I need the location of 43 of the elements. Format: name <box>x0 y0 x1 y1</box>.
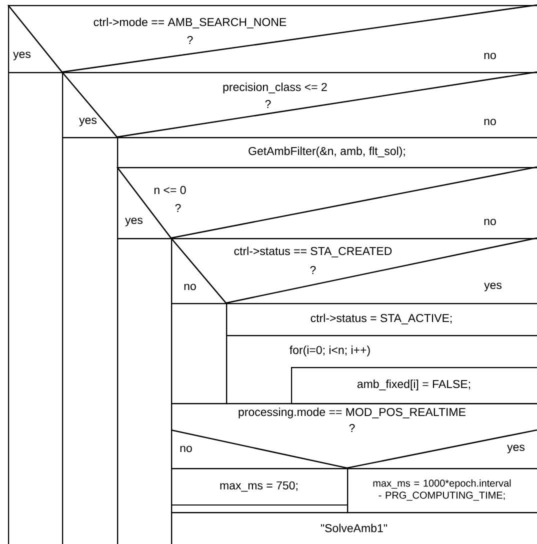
statement-text: max_ms = 1000*epoch.interval - PRG_COMPUTING_TIME; <box>373 479 511 501</box>
question-mark: ? <box>310 266 316 274</box>
question-mark: ? <box>265 100 271 108</box>
statement-text: max_ms = 750; <box>220 481 298 492</box>
process-box <box>171 512 537 544</box>
statement-text: amb_fixed[i] = FALSE; <box>357 380 470 390</box>
process-box <box>347 468 537 514</box>
statement-text: "SolveAmb1" <box>321 524 387 532</box>
branch-label: yes <box>125 218 143 226</box>
decision-box <box>62 71 537 138</box>
branch-label: no <box>484 52 496 60</box>
empty-cell <box>62 137 118 544</box>
question-mark: ? <box>187 36 193 44</box>
loop-box <box>226 335 537 404</box>
decision-box <box>170 403 537 470</box>
condition-text: ctrl->status == STA_CREATED <box>234 246 392 258</box>
branch-label: no <box>484 218 496 226</box>
decision-box <box>170 237 537 304</box>
branch-label: yes <box>507 444 525 454</box>
condition-text: processing.mode == MOD_POS_REALTIME <box>238 408 466 418</box>
branch-label: no <box>180 446 192 452</box>
branch-label: yes <box>13 52 31 60</box>
question-mark: ? <box>175 204 181 212</box>
empty-cell <box>8 72 64 544</box>
decision-box <box>116 166 537 240</box>
statement-text: GetAmbFilter(&n, amb, flt_sol); <box>248 146 405 158</box>
decision-box <box>8 4 537 74</box>
condition-text: n <= 0 <box>154 186 186 194</box>
process-box <box>291 367 537 404</box>
empty-cell <box>117 238 172 544</box>
empty-cell <box>171 303 228 404</box>
condition-text: ctrl->mode == AMB_SEARCH_NONE <box>94 18 286 28</box>
branch-label: yes <box>79 118 97 126</box>
process-box <box>171 468 348 514</box>
condition-text: precision_class <= 2 <box>223 82 327 94</box>
branch-label: no <box>484 118 496 126</box>
process-box <box>226 303 537 336</box>
branch-label: yes <box>484 282 502 292</box>
statement-text: ctrl->status = STA_ACTIVE; <box>310 314 452 324</box>
branch-label: no <box>184 284 196 290</box>
process-box <box>117 137 537 168</box>
question-mark: ? <box>349 424 355 432</box>
loop-header-text: for(i=0; i<n; i++) <box>290 346 370 356</box>
